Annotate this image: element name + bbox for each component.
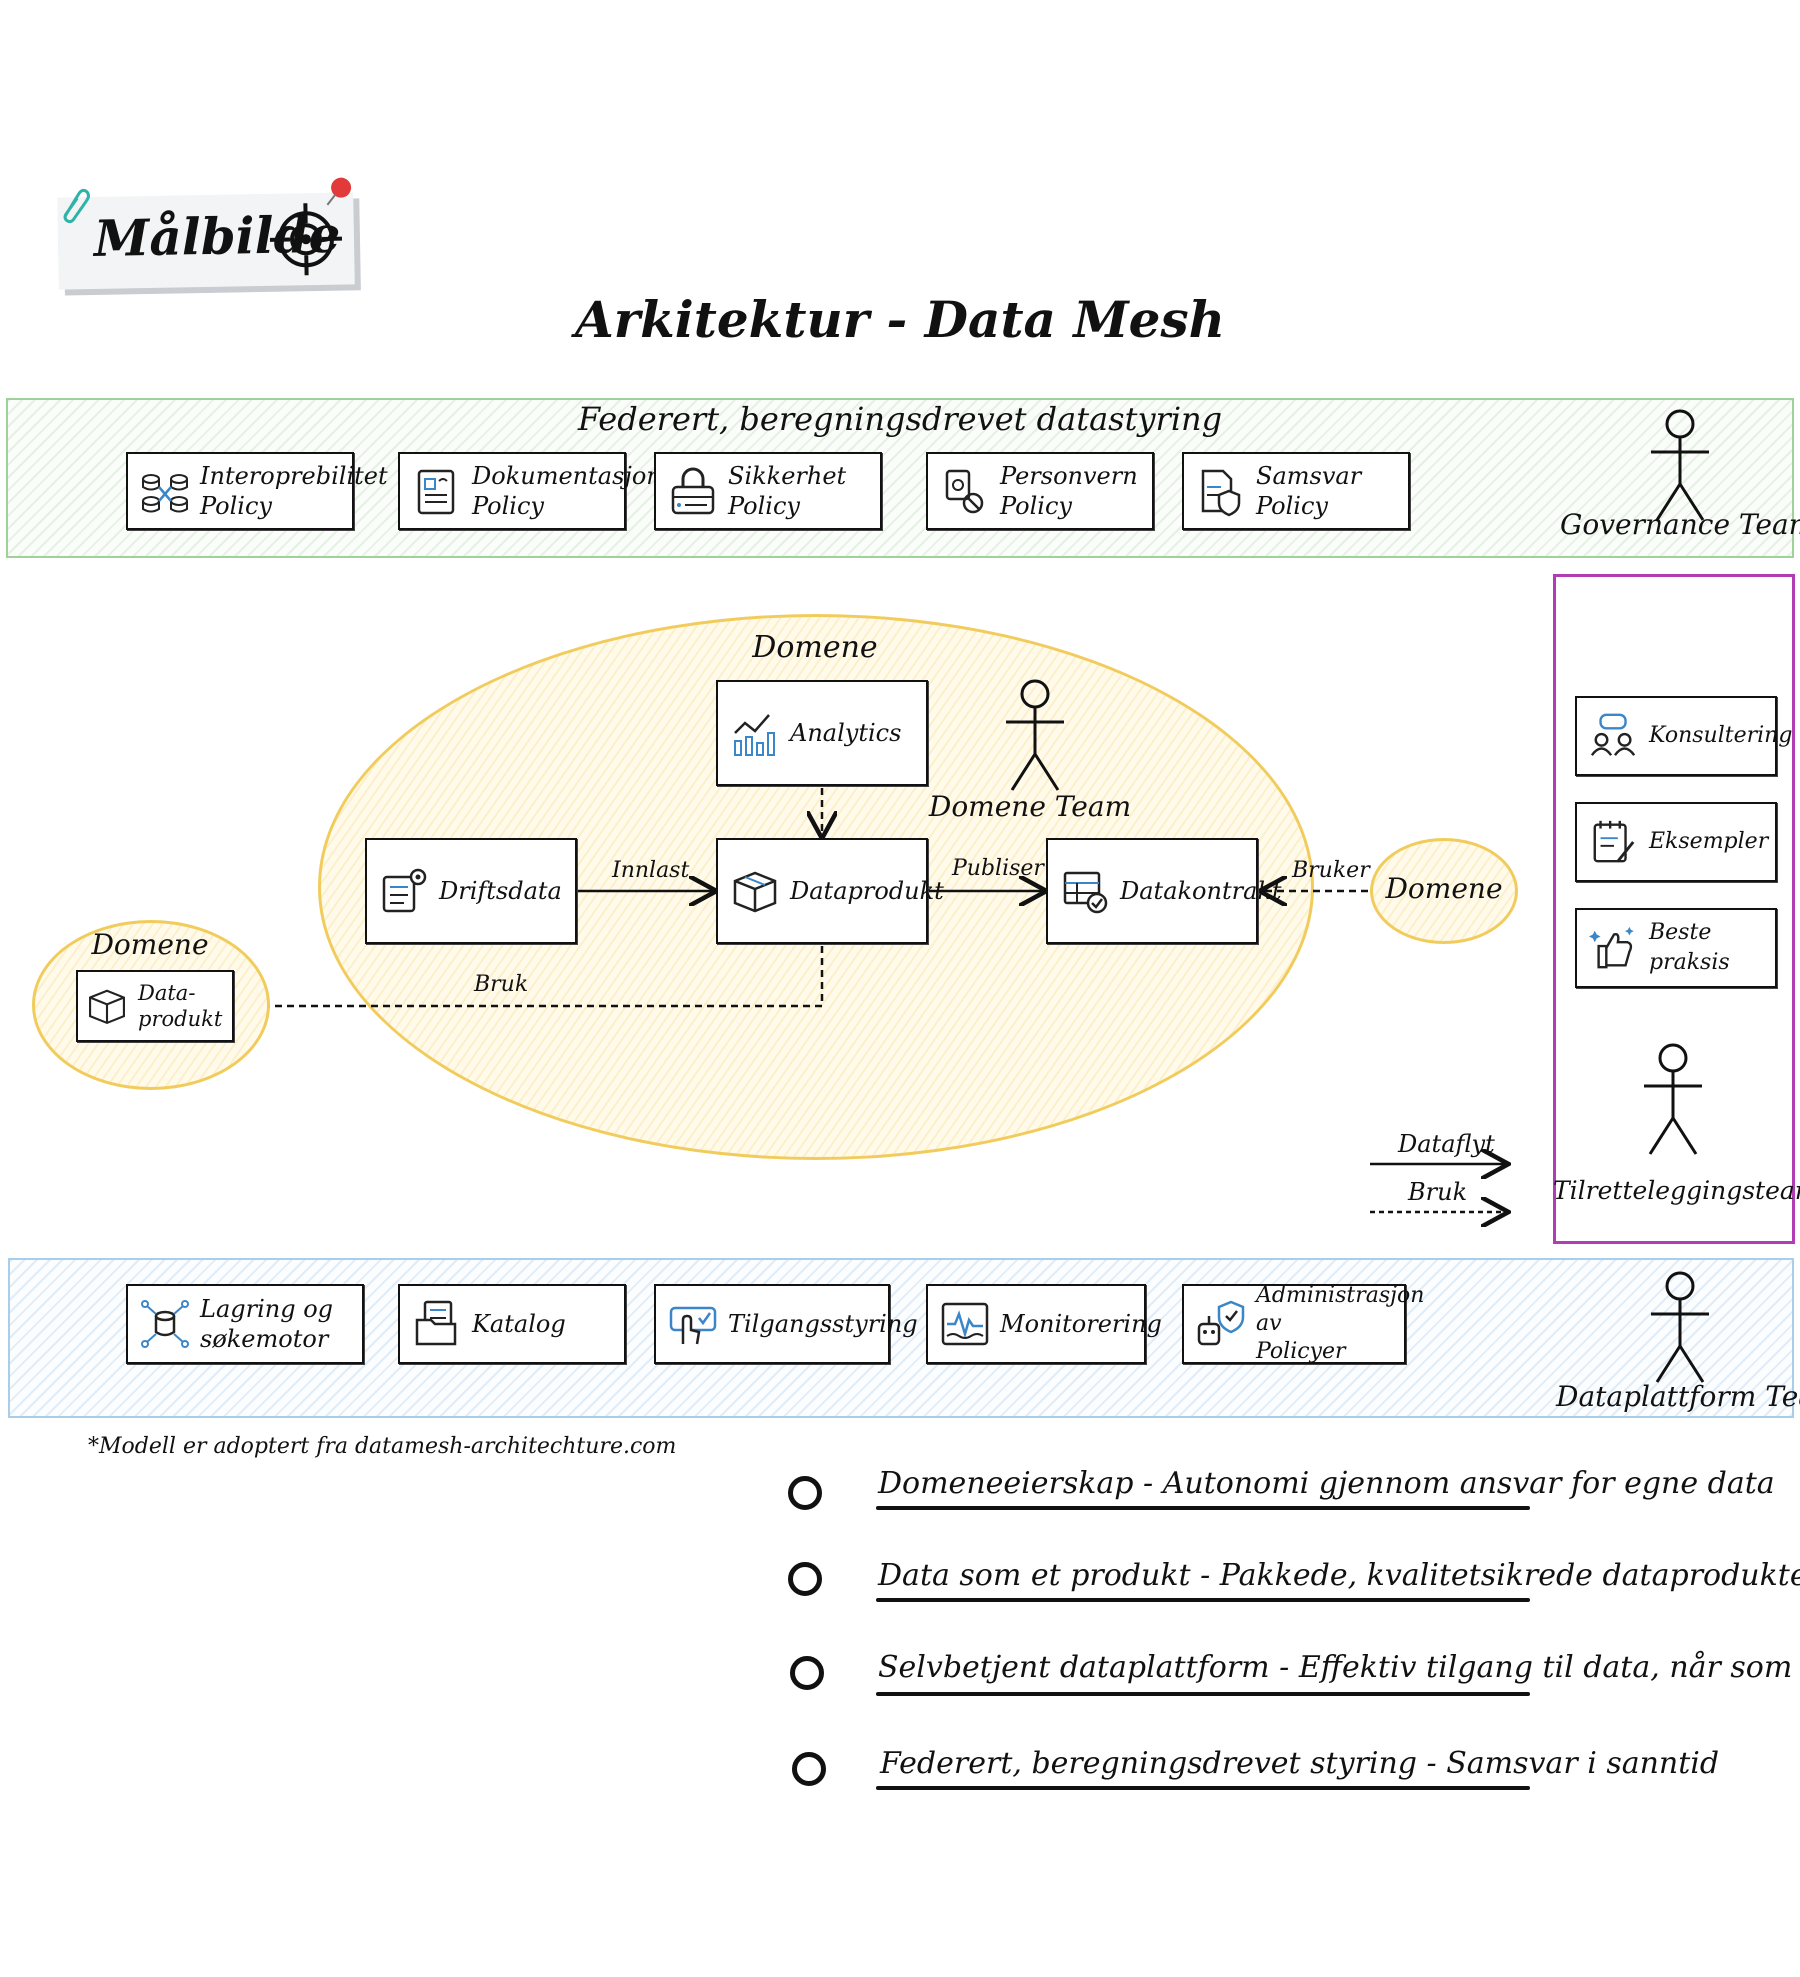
compliance-icon <box>1194 464 1248 518</box>
enablement-card-examples: Eksempler <box>1575 802 1777 882</box>
right-domain-label: Domene <box>1385 872 1503 905</box>
enablement-label: Beste praksis <box>1649 920 1730 975</box>
edge-label-bruker: Bruker <box>1292 858 1370 883</box>
policy-card-compliance: Samsvar Policy <box>1182 452 1410 530</box>
right-domain-ellipse <box>1370 838 1518 944</box>
edge-label-innlast: Innlast <box>612 858 690 883</box>
contract-table-icon <box>1058 864 1112 918</box>
principle-underline <box>876 1598 1530 1602</box>
lock-icon <box>666 464 720 518</box>
database-link-icon <box>138 464 192 518</box>
platform-label: Lagring og søkemotor <box>200 1295 334 1353</box>
policy-card-documentation: Dokumentasjon Policy <box>398 452 662 530</box>
policy-card-privacy: Personvern Policy <box>926 452 1154 530</box>
principle-text: Selvbetjent dataplattform - Effektiv til… <box>878 1650 1800 1685</box>
bullet-icon <box>788 1562 822 1596</box>
enablement-label: Konsultering <box>1649 723 1793 748</box>
policy-card-security: Sikkerhet Policy <box>654 452 882 530</box>
settings-list-icon <box>377 864 431 918</box>
package-icon <box>728 864 782 918</box>
analytics-chart-icon <box>728 706 782 760</box>
platform-card-storage: Lagring og søkemotor <box>126 1284 364 1364</box>
policy-label: Sikkerhet Policy <box>728 462 847 520</box>
principle-text: Domeneeierskap - Autonomi gjennom ansvar… <box>878 1466 1775 1501</box>
platform-card-access: Tilgangsstyring <box>654 1284 918 1364</box>
privacy-icon <box>938 464 992 518</box>
governance-team-label: Governance Team <box>1560 508 1800 541</box>
domain-team-label: Domene Team <box>928 790 1132 823</box>
edge-label-bruk: Bruk <box>474 972 529 997</box>
principle-underline <box>876 1692 1530 1696</box>
principle-underline <box>876 1506 1530 1510</box>
bullet-icon <box>788 1476 822 1510</box>
driftsdata-label: Driftsdata <box>439 877 562 905</box>
datakontrakt-label: Datakontrakt <box>1120 877 1282 905</box>
policy-card-interop: Interoprebilitet Policy <box>126 452 388 530</box>
enablement-card-consulting: Konsultering <box>1575 696 1792 776</box>
left-dataprodukt-label: Data- produkt <box>138 981 223 1031</box>
analytics-label: Analytics <box>790 719 902 747</box>
datakontrakt-box: Datakontrakt <box>1046 838 1282 944</box>
platform-label: Monitorering <box>1000 1310 1162 1338</box>
driftsdata-box: Driftsdata <box>365 838 577 944</box>
pin-icon <box>326 177 352 206</box>
bullet-icon <box>790 1656 824 1690</box>
platform-card-policy-admin: Administrasjon av Policyer <box>1182 1283 1424 1364</box>
policy-label: Personvern Policy <box>1000 462 1138 520</box>
policy-label: Samsvar Policy <box>1256 462 1362 520</box>
platform-card-monitoring: Monitorering <box>926 1284 1162 1364</box>
edge-label-publiser: Publiser <box>952 856 1044 881</box>
platform-label: Katalog <box>472 1310 566 1338</box>
dataprodukt-box: Dataprodukt <box>716 838 944 944</box>
governance-team-figure <box>1651 409 1709 521</box>
domain-team-figure <box>1006 679 1064 791</box>
enablement-team-figure <box>1644 1043 1702 1155</box>
target-icon <box>269 203 343 276</box>
thumbs-up-icon <box>1587 921 1641 975</box>
malbilde-badge: Målbilde <box>57 177 355 290</box>
legend-dataflow-label: Dataflyt <box>1398 1130 1495 1158</box>
storage-icon <box>138 1297 192 1351</box>
enablement-card-best-practice: Beste praksis <box>1575 908 1777 988</box>
principle-text: Federert, beregningsdrevet styring - Sam… <box>880 1746 1720 1781</box>
policy-label: Dokumentasjon Policy <box>472 462 662 520</box>
policy-admin-icon <box>1194 1297 1248 1351</box>
dataprodukt-label: Dataprodukt <box>790 877 944 905</box>
platform-team-label: Dataplattform Team <box>1556 1380 1800 1413</box>
platform-card-catalog: Katalog <box>398 1284 626 1364</box>
catalog-icon <box>410 1297 464 1351</box>
policy-label: Interoprebilitet Policy <box>200 462 388 520</box>
legend-usage-label: Bruk <box>1408 1178 1468 1206</box>
notebook-icon <box>1587 815 1641 869</box>
document-icon <box>410 464 464 518</box>
page-title: Arkitektur - Data Mesh <box>575 290 1225 349</box>
analytics-box: Analytics <box>716 680 928 786</box>
principle-text: Data som et produkt - Pakkede, kvalitets… <box>878 1558 1800 1593</box>
platform-team-figure <box>1651 1271 1709 1383</box>
bullet-icon <box>792 1752 826 1786</box>
left-dataprodukt-box: Data- produkt <box>76 970 234 1042</box>
monitor-icon <box>938 1297 992 1351</box>
paperclip-icon <box>63 188 90 224</box>
principle-underline <box>876 1786 1530 1790</box>
consulting-icon <box>1587 709 1641 763</box>
footnote: *Modell er adoptert fra datamesh-archite… <box>88 1434 677 1459</box>
enablement-label: Eksempler <box>1649 829 1769 854</box>
domain-label: Domene <box>752 630 878 665</box>
platform-label: Tilgangsstyring <box>728 1310 918 1338</box>
access-icon <box>666 1297 720 1351</box>
platform-label: Administrasjon av Policyer <box>1256 1283 1425 1364</box>
governance-title: Federert, beregningsdrevet datastyring <box>577 400 1223 438</box>
enablement-team-label: Tilretteleggingsteam <box>1553 1176 1800 1205</box>
left-domain-label: Domene <box>91 928 209 961</box>
package-icon <box>84 979 130 1033</box>
